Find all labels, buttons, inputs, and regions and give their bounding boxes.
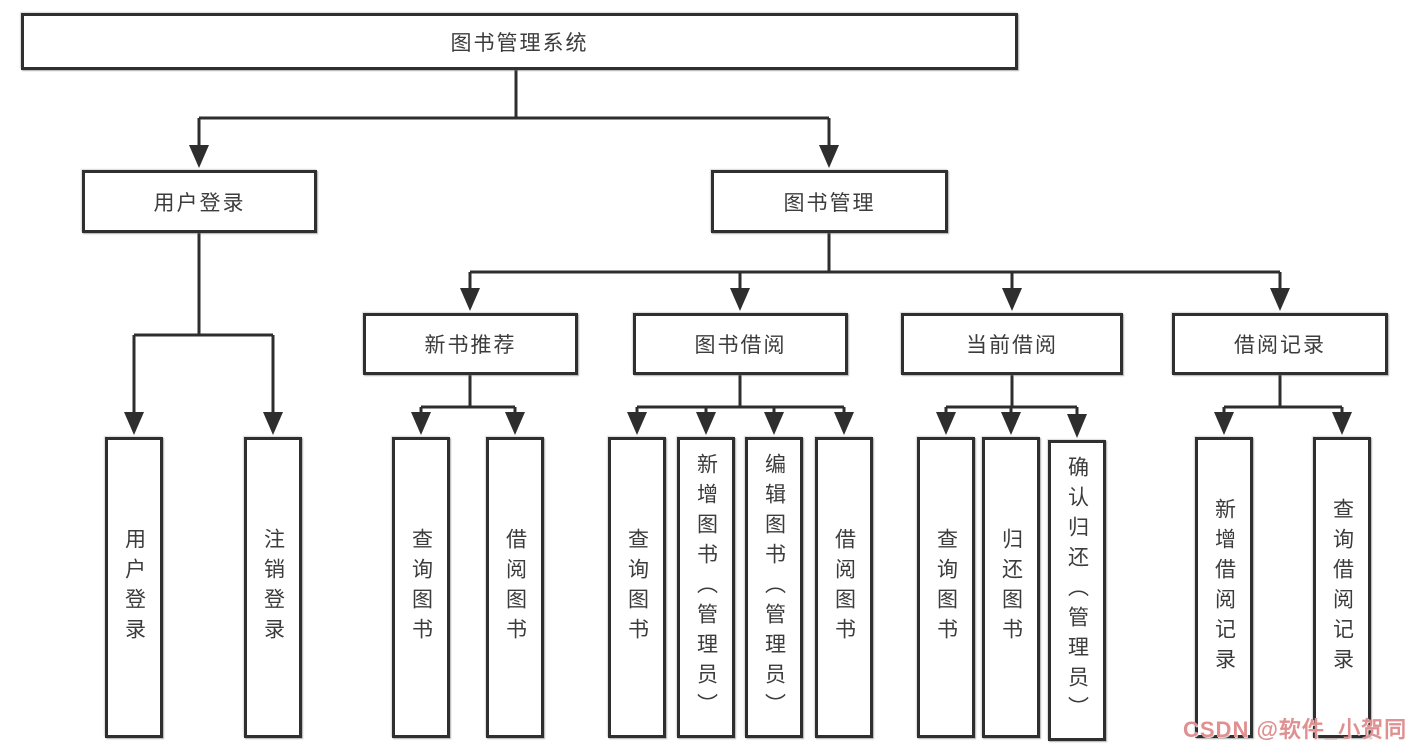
leaf-add-borrow-record: 新增借阅记录 bbox=[1195, 437, 1253, 738]
watermark: CSDN @软件_小贺同学 bbox=[1183, 717, 1405, 742]
leaf-logout: 注销登录 bbox=[244, 437, 302, 738]
leaf-query-books-borrow: 查询图书 bbox=[608, 437, 666, 738]
node-current-borrow: 当前借阅 bbox=[901, 313, 1123, 375]
arrowhead bbox=[834, 412, 854, 435]
node-root: 图书管理系统 bbox=[21, 13, 1018, 70]
node-user-login: 用户登录 bbox=[82, 170, 317, 233]
leaf-borrow-books: 借阅图书 bbox=[815, 437, 873, 738]
leaf-logout-label: 注销登录 bbox=[261, 527, 285, 648]
leaf-confirm-return-admin-label: 确认归还（管理员） bbox=[1065, 455, 1089, 726]
arrowhead bbox=[1332, 412, 1352, 435]
leaf-borrow-books-label: 借阅图书 bbox=[832, 527, 856, 648]
arrowhead bbox=[1002, 288, 1022, 311]
leaf-user-login: 用户登录 bbox=[105, 437, 163, 738]
arrowhead bbox=[263, 412, 283, 435]
node-new-book-recommend-label: 新书推荐 bbox=[424, 334, 517, 357]
leaf-return-books-label: 归还图书 bbox=[999, 527, 1023, 648]
arrowhead bbox=[505, 412, 525, 435]
leaf-return-books: 归还图书 bbox=[982, 437, 1040, 738]
node-borrow-records-label: 借阅记录 bbox=[1234, 334, 1326, 357]
leaf-query-borrow-record-label: 查询借阅记录 bbox=[1330, 497, 1354, 678]
connector-borrow-records bbox=[1222, 375, 1344, 413]
leaf-borrow-books-recommend: 借阅图书 bbox=[486, 437, 544, 738]
leaf-add-book-admin-label: 新增图书（管理员） bbox=[694, 452, 718, 723]
arrowhead bbox=[1214, 412, 1234, 435]
arrowhead bbox=[189, 145, 209, 168]
node-user-login-label: 用户登录 bbox=[153, 191, 246, 215]
connector-user-login bbox=[132, 233, 275, 413]
arrowhead bbox=[1067, 414, 1087, 438]
node-root-label: 图书管理系统 bbox=[450, 31, 589, 55]
leaf-add-book-admin: 新增图书（管理员） bbox=[677, 437, 735, 738]
arrowhead bbox=[124, 412, 144, 435]
leaf-borrow-books-recommend-label: 借阅图书 bbox=[503, 527, 527, 648]
leaf-add-borrow-record-label: 新增借阅记录 bbox=[1212, 497, 1236, 678]
leaf-confirm-return-admin: 确认归还（管理员） bbox=[1048, 440, 1106, 741]
node-book-management-label: 图书管理 bbox=[783, 191, 876, 215]
node-new-book-recommend: 新书推荐 bbox=[363, 313, 578, 375]
arrowhead bbox=[1001, 412, 1021, 435]
leaf-query-books-current-label: 查询图书 bbox=[934, 527, 958, 648]
node-current-borrow-label: 当前借阅 bbox=[966, 334, 1058, 357]
arrowhead bbox=[411, 412, 431, 435]
node-book-borrow: 图书借阅 bbox=[633, 313, 848, 375]
connector-book-borrow bbox=[635, 375, 846, 413]
leaf-user-login-label: 用户登录 bbox=[122, 527, 146, 648]
leaf-query-books-recommend: 查询图书 bbox=[392, 437, 450, 738]
connector-current-borrow bbox=[944, 375, 1079, 415]
arrowhead bbox=[819, 145, 839, 168]
leaf-query-books-borrow-label: 查询图书 bbox=[625, 527, 649, 648]
connector-new-book-recommend bbox=[419, 375, 517, 413]
leaf-query-books-current: 查询图书 bbox=[917, 437, 975, 738]
connector-book-management bbox=[468, 233, 1282, 289]
connector-root-to-level2 bbox=[197, 70, 831, 146]
node-book-borrow-label: 图书借阅 bbox=[694, 334, 787, 357]
node-book-management: 图书管理 bbox=[711, 170, 948, 233]
node-borrow-records: 借阅记录 bbox=[1172, 313, 1388, 375]
arrowhead bbox=[696, 412, 716, 435]
arrowhead bbox=[627, 412, 647, 435]
arrowhead bbox=[936, 412, 956, 435]
leaf-query-borrow-record: 查询借阅记录 bbox=[1313, 437, 1371, 738]
arrowhead bbox=[460, 288, 480, 311]
leaf-query-books-recommend-label: 查询图书 bbox=[409, 527, 433, 648]
leaf-edit-book-admin: 编辑图书（管理员） bbox=[745, 437, 803, 738]
arrowhead bbox=[764, 412, 784, 435]
arrowhead bbox=[730, 288, 750, 311]
arrowhead bbox=[1270, 288, 1290, 311]
leaf-edit-book-admin-label: 编辑图书（管理员） bbox=[762, 452, 786, 723]
